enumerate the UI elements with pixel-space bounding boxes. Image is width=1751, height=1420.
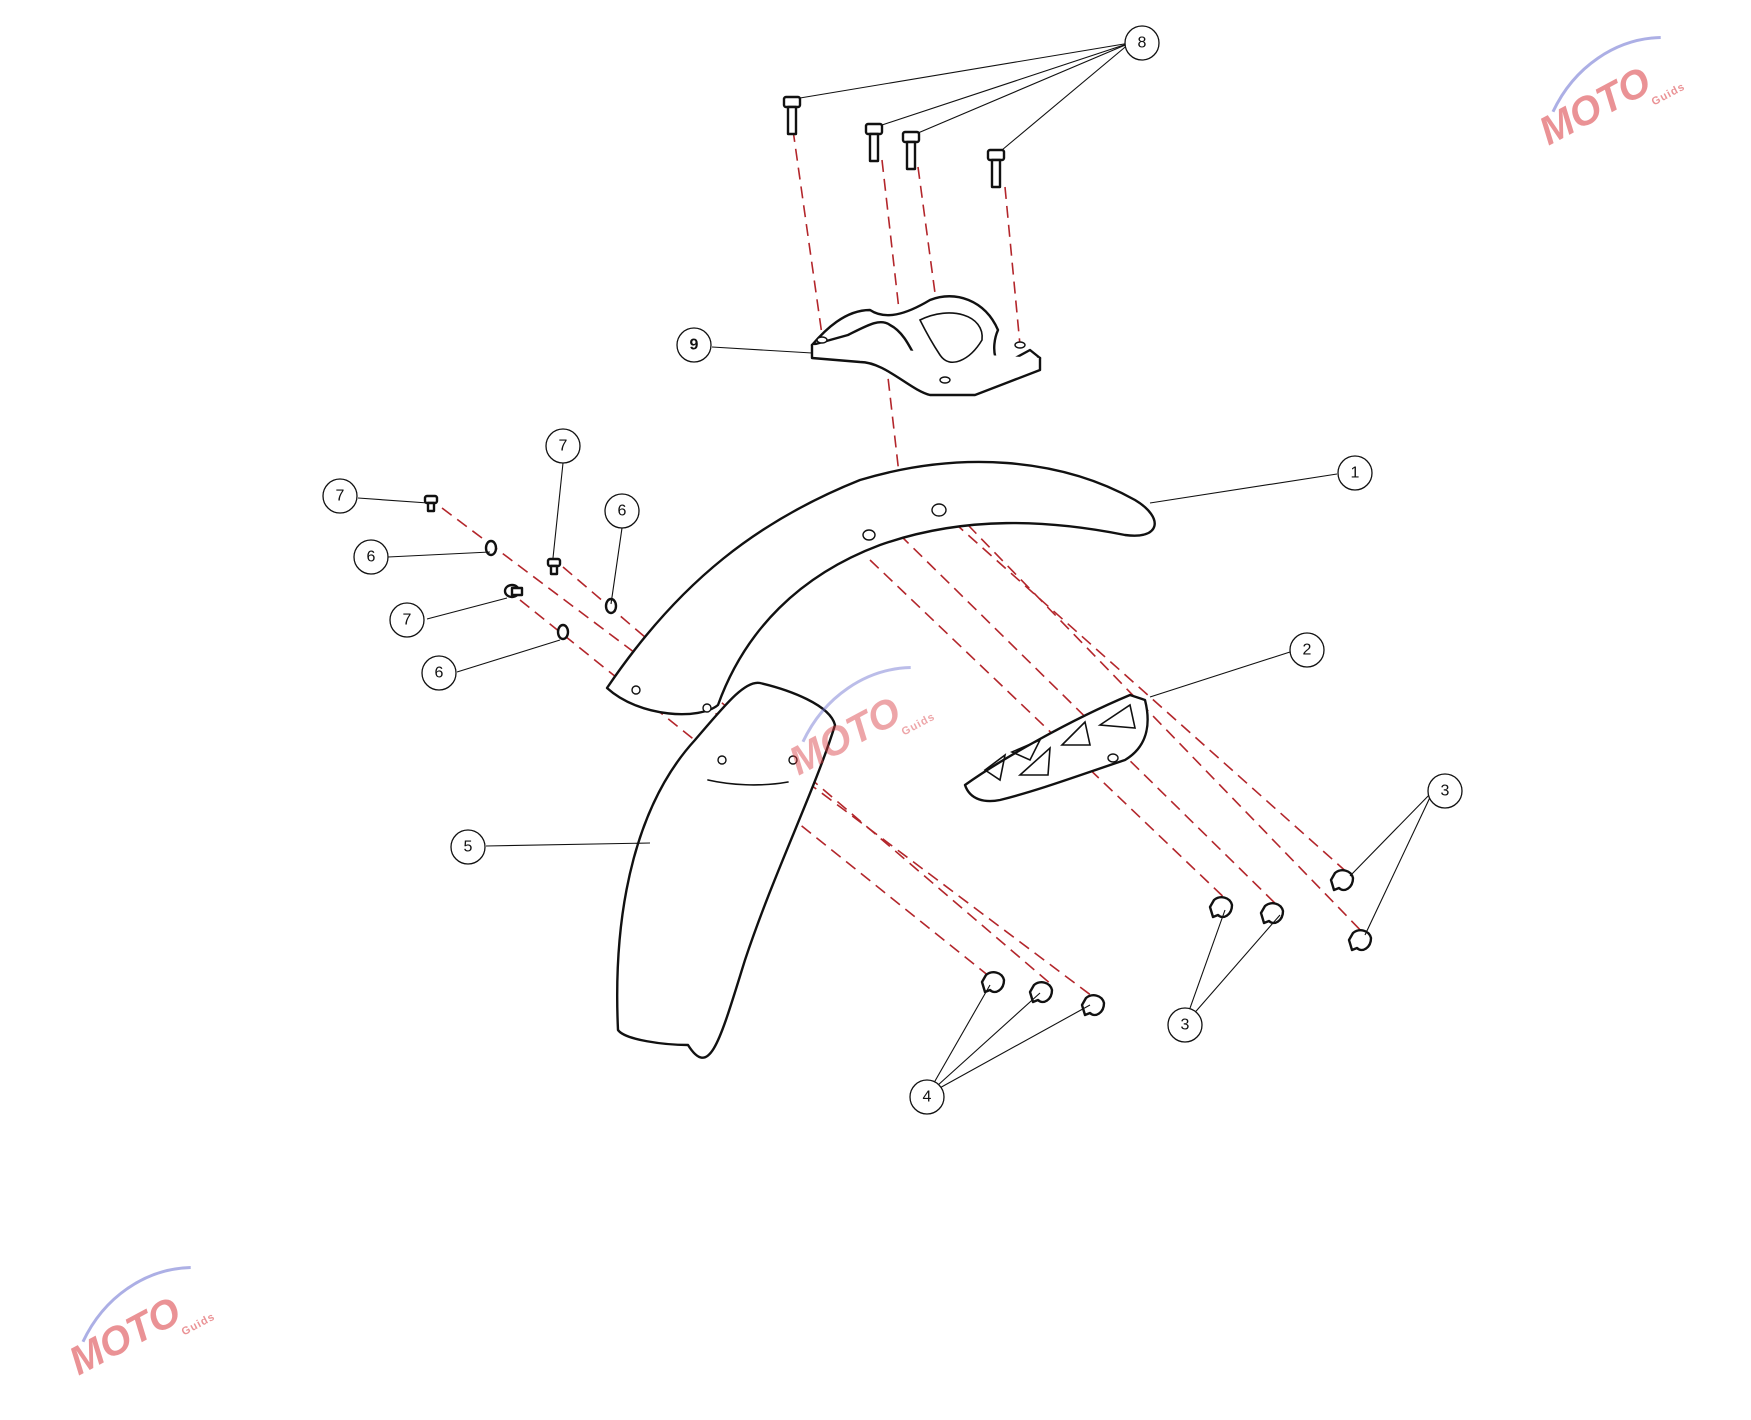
callout-6-upper-left: 6	[353, 539, 389, 575]
axis-left-screw-mid	[562, 566, 1053, 986]
fender-extension	[616, 681, 837, 1059]
axis-bolt8-d	[1004, 186, 1021, 346]
brace-rib-2	[1017, 746, 1051, 776]
svg-text:8: 8	[1138, 35, 1147, 52]
fastener-3-d	[1347, 929, 1373, 952]
bolt-8-c	[901, 130, 921, 171]
svg-text:7: 7	[336, 488, 345, 505]
callout-5: 5	[450, 829, 486, 865]
screws-7	[423, 494, 562, 599]
fork-brace-bracket	[810, 295, 1042, 397]
svg-text:6: 6	[367, 549, 376, 566]
svg-text:3: 3	[1181, 1017, 1190, 1034]
axis-rear-screw-4	[967, 524, 1371, 941]
svg-text:6: 6	[618, 503, 627, 520]
fastener-3-b	[1259, 902, 1285, 925]
fender-hole-3	[631, 685, 641, 695]
svg-text:Guids: Guids	[1650, 81, 1688, 109]
fender-hole-4	[702, 703, 712, 713]
brace-rib-4	[1097, 703, 1137, 729]
washer-6-b	[604, 597, 618, 615]
axis-bolt8-b	[881, 159, 900, 311]
bolt-8-d	[986, 148, 1006, 189]
fastener-3-a	[1208, 896, 1234, 919]
svg-text:4: 4	[923, 1089, 932, 1106]
watermark-top-right: MOTO Guids	[1532, 36, 1688, 154]
svg-text:7: 7	[403, 612, 412, 629]
callout-7-top-left: 7	[322, 478, 358, 514]
axis-bolt8-a	[792, 129, 823, 336]
washer-6-c	[556, 623, 570, 641]
fasteners-4	[980, 971, 1106, 1017]
bracket-hole-right	[1014, 341, 1026, 349]
extension-hole-1	[717, 755, 727, 765]
fastener-4-a	[980, 971, 1006, 994]
watermark-bottom-left: MOTO Guids	[62, 1266, 218, 1384]
washer-6-a	[484, 539, 498, 557]
fasteners-3	[1208, 869, 1373, 952]
callout-8: 8	[1124, 25, 1160, 61]
svg-text:Guids: Guids	[900, 711, 938, 739]
callout-2: 2	[1289, 632, 1325, 668]
brace-hole	[1107, 753, 1119, 763]
svg-text:MOTO: MOTO	[1532, 59, 1658, 154]
fender-brace	[963, 693, 1149, 803]
bracket-hole-left	[816, 336, 828, 344]
callout-7-top: 7	[545, 428, 581, 464]
callouts: 8 9 1 2 3 3 4 5	[322, 25, 1463, 1115]
leader-lines	[357, 42, 1434, 1096]
svg-text:5: 5	[464, 839, 473, 856]
axis-left-screw-upper	[441, 507, 1101, 1003]
brace-rib-1	[983, 753, 1007, 782]
bracket-inner-opening	[918, 312, 983, 363]
svg-text:1: 1	[1351, 465, 1360, 482]
screw-7-a	[423, 494, 439, 513]
bolts-8	[782, 95, 1006, 189]
callout-6-lower-left: 6	[421, 655, 457, 691]
svg-text:6: 6	[435, 665, 444, 682]
fastener-3-c	[1329, 869, 1355, 892]
svg-text:Guids: Guids	[180, 1311, 218, 1339]
washers-6	[484, 539, 618, 641]
svg-text:9: 9	[690, 337, 699, 354]
bolt-8-a	[782, 95, 802, 136]
screw-7-c	[503, 583, 524, 599]
svg-text:2: 2	[1303, 642, 1312, 659]
fastener-4-c	[1080, 994, 1106, 1017]
callout-7-mid-left: 7	[389, 602, 425, 638]
screw-7-b	[546, 557, 562, 576]
bolt-8-b	[864, 122, 884, 163]
axis-rear-screw-3	[939, 509, 1351, 876]
front-fender	[605, 460, 1156, 716]
fender-hole-1	[862, 529, 876, 541]
callout-3-right: 3	[1427, 773, 1463, 809]
bracket-hole-center	[939, 376, 951, 384]
extension-hole-2	[788, 755, 798, 765]
fender-hole-2	[931, 503, 947, 517]
svg-text:7: 7	[559, 438, 568, 455]
callout-1: 1	[1337, 455, 1373, 491]
brace-rib-3	[1060, 720, 1091, 746]
assembly-axes	[441, 129, 1371, 1003]
svg-text:MOTO: MOTO	[62, 1289, 188, 1384]
callout-9: 9	[676, 327, 712, 363]
svg-text:3: 3	[1441, 783, 1450, 800]
callout-3-lower: 3	[1167, 1007, 1203, 1043]
callout-4: 4	[909, 1079, 945, 1115]
callout-6-upper: 6	[604, 493, 640, 529]
brace-rib-5	[1010, 738, 1042, 762]
fender-extension-crease	[707, 779, 789, 786]
